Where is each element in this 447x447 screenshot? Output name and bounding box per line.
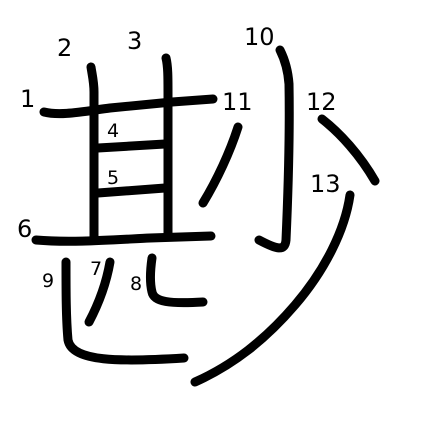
stroke-number-11: 11 [222,88,253,116]
stroke-number-12: 12 [306,88,337,116]
stroke-number-5: 5 [107,167,119,189]
stroke-12 [317,114,380,186]
stroke-number-8: 8 [130,273,142,295]
stroke-number-7: 7 [90,258,102,280]
stroke-3 [161,53,173,240]
stroke-7 [84,257,115,327]
stroke-6 [31,231,216,246]
stroke-number-2: 2 [57,34,72,62]
stroke-number-10: 10 [244,23,275,51]
stroke-11 [198,122,243,208]
stroke-number-9: 9 [42,270,54,292]
stroke-number-labels: 1 2 3 4 5 6 7 8 9 10 11 12 13 [17,23,341,295]
stroke-number-6: 6 [17,215,32,243]
stroke-number-13: 13 [310,170,341,198]
stroke-9 [61,257,189,365]
stroke-5 [93,183,170,198]
stroke-2 [86,62,99,243]
stroke-10 [254,45,294,253]
stroke-number-1: 1 [20,85,35,113]
stroke-number-4: 4 [107,120,119,142]
stroke-13 [190,190,355,387]
stroke-8 [146,253,208,308]
stroke-4 [93,139,170,153]
character-strokes [31,45,380,387]
stroke-1 [39,94,218,119]
stroke-number-3: 3 [127,27,142,55]
